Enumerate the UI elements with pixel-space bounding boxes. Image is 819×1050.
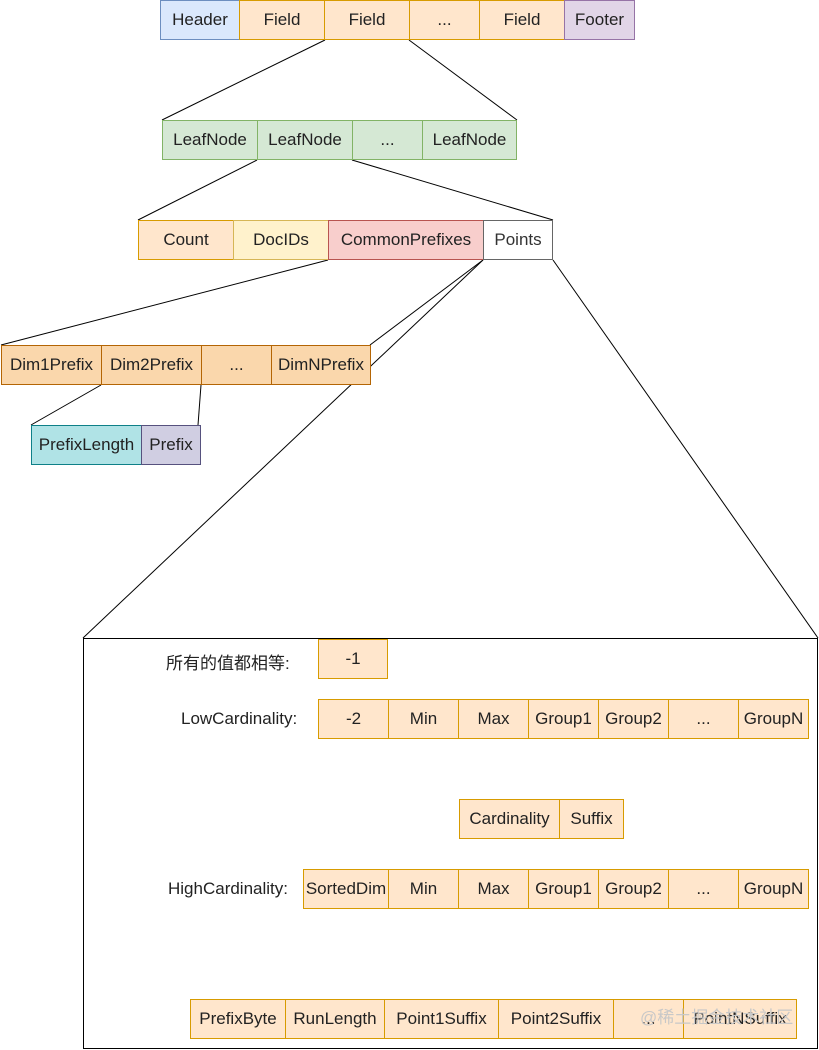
count-block: Count bbox=[138, 220, 234, 260]
connector-line bbox=[197, 384, 202, 426]
connector-line bbox=[351, 159, 554, 221]
leafnode-block: LeafNode bbox=[257, 120, 353, 160]
leafnode-block: LeafNode bbox=[162, 120, 258, 160]
dim1-prefix-block: Dim1Prefix bbox=[1, 345, 102, 385]
connector-line bbox=[369, 259, 484, 346]
high-max-block: Max bbox=[458, 869, 529, 909]
docids-block: DocIDs bbox=[233, 220, 329, 260]
pointn-suffix-block: PointNSuffix bbox=[683, 999, 797, 1039]
connector-line bbox=[161, 39, 326, 121]
connector-line bbox=[30, 384, 102, 426]
cardinality-block: Cardinality bbox=[459, 799, 560, 839]
points-block: Points bbox=[483, 220, 553, 260]
dimn-prefix-block: DimNPrefix bbox=[271, 345, 371, 385]
common-prefixes-block: CommonPrefixes bbox=[328, 220, 484, 260]
low-ellipsis-block: ... bbox=[668, 699, 739, 739]
point2-suffix-block: Point2Suffix bbox=[498, 999, 614, 1039]
high-groupn-block: GroupN bbox=[738, 869, 809, 909]
field-block: Field bbox=[479, 0, 565, 40]
footer-block: Footer bbox=[564, 0, 635, 40]
field-block: Field bbox=[239, 0, 325, 40]
low-min-block: Min bbox=[388, 699, 459, 739]
high-group2-block: Group2 bbox=[598, 869, 669, 909]
dim2-prefix-block: Dim2Prefix bbox=[101, 345, 202, 385]
prefix-block: Prefix bbox=[141, 425, 201, 465]
high-cardinality-label: HighCardinality: bbox=[168, 879, 288, 898]
connector-line bbox=[552, 259, 819, 639]
connector-line bbox=[137, 159, 258, 221]
high-min-block: Min bbox=[388, 869, 459, 909]
high-group1-block: Group1 bbox=[528, 869, 599, 909]
run-length-block: RunLength bbox=[285, 999, 385, 1039]
header-block: Header bbox=[160, 0, 240, 40]
point1-suffix-block: Point1Suffix bbox=[384, 999, 499, 1039]
suffix-block: Suffix bbox=[559, 799, 624, 839]
prefix-byte-block: PrefixByte bbox=[190, 999, 286, 1039]
connector-line bbox=[82, 259, 484, 639]
connector-line bbox=[408, 39, 518, 121]
sorted-dim-block: SortedDim bbox=[303, 869, 389, 909]
field-ellipsis-block: ... bbox=[409, 0, 480, 40]
prefix-length-block: PrefixLength bbox=[31, 425, 142, 465]
leafnode-ellipsis-block: ... bbox=[352, 120, 423, 160]
leafnode-block: LeafNode bbox=[422, 120, 517, 160]
high-ellipsis-block: ... bbox=[668, 869, 739, 909]
low-group2-block: Group2 bbox=[598, 699, 669, 739]
watermark: @稀土掘金技术社区 bbox=[640, 1008, 794, 1027]
connector-line bbox=[0, 259, 329, 346]
low-group1-block: Group1 bbox=[528, 699, 599, 739]
all-equal-label: 所有的值都相等: bbox=[166, 654, 290, 673]
all-equal-value-block: -1 bbox=[318, 639, 388, 679]
low-cardinality-label: LowCardinality: bbox=[181, 709, 298, 728]
low-max-block: Max bbox=[458, 699, 529, 739]
prefix-ellipsis-block: ... bbox=[201, 345, 272, 385]
low-flag-block: -2 bbox=[318, 699, 389, 739]
field-block: Field bbox=[324, 0, 410, 40]
low-groupn-block: GroupN bbox=[738, 699, 809, 739]
